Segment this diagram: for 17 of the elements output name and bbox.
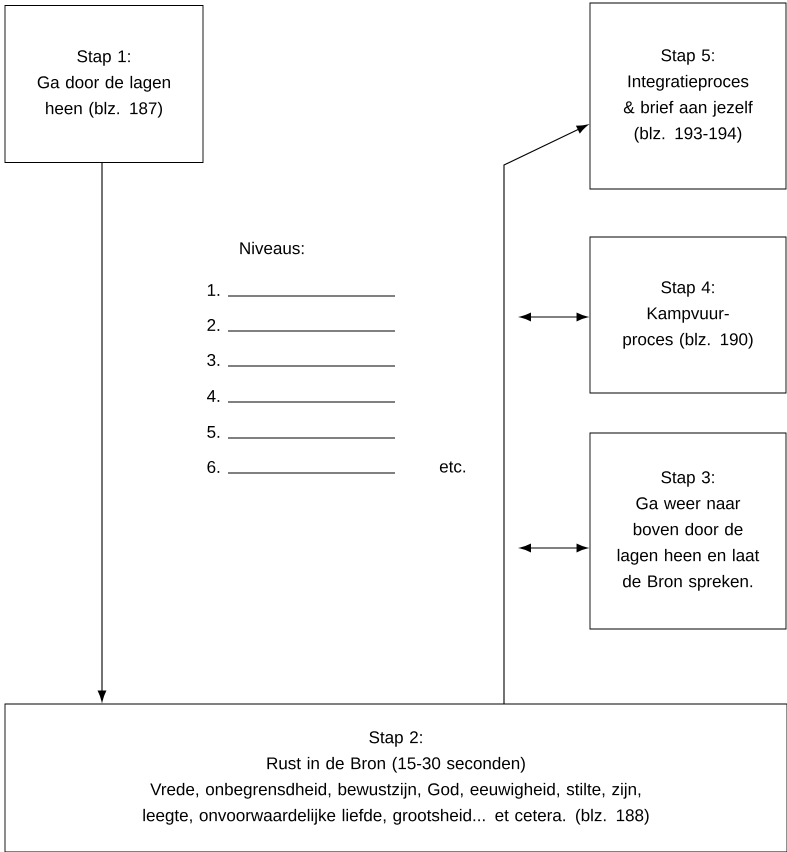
arrow bbox=[520, 312, 588, 322]
arrow bbox=[520, 544, 588, 552]
note-label: etc. bbox=[440, 461, 466, 473]
step-box: Stap 3: Ga weer naar boven door de lagen heen en laat de Bron spreken. bbox=[590, 432, 786, 630]
level-number: 1. bbox=[208, 284, 220, 296]
step-box: Stap 5: Integratieproces & brief aan jezelf (blz. 193-194) bbox=[590, 2, 786, 190]
level-number: 2. bbox=[207, 319, 220, 331]
step-box: Stap 2: Rust in de Bron (15-30 seconden) Vrede, onbegrensdheid, bewustzijn, God, eeuwigheid, stilte, zijn, leegte, onvoorwaardelijke liefde, grootsheid... et cetera. (blz. 188) bbox=[4, 704, 787, 852]
level-number: 4. bbox=[207, 390, 220, 402]
heading-label: Niveaus: bbox=[240, 242, 304, 254]
level-number: 6. bbox=[207, 460, 220, 474]
level-number: 3. bbox=[207, 354, 220, 366]
step-box: Stap 1: Ga door de lagen heen (blz. 187) bbox=[4, 5, 204, 163]
arrow bbox=[503, 124, 588, 704]
arrow bbox=[98, 162, 106, 702]
step-box: Stap 4: Kampvuur-proces (blz. 190) bbox=[590, 236, 786, 394]
level-number: 5. bbox=[207, 426, 220, 438]
